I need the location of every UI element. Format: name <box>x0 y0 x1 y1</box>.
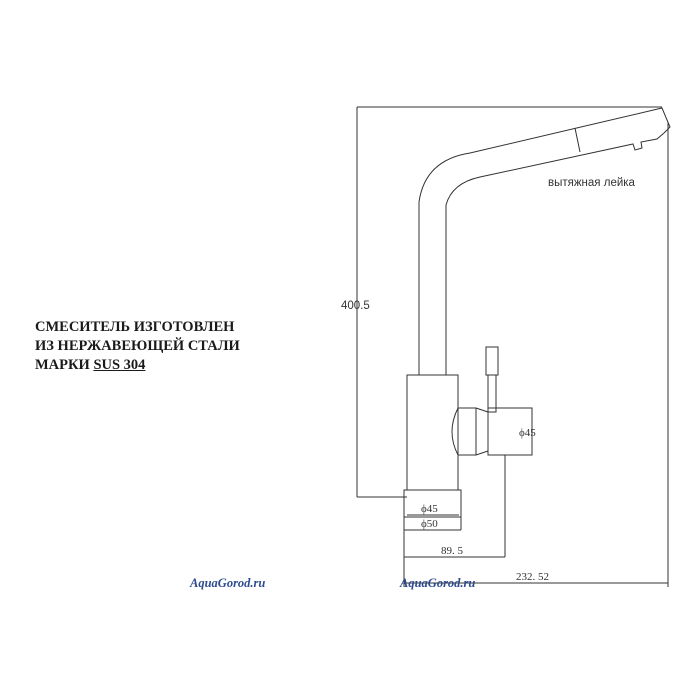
total-reach-label: 232. 52 <box>516 571 549 583</box>
material-note: СМЕСИТЕЛЬ ИЗГОТОВЛЕН ИЗ НЕРЖАВЕЮЩЕЙ СТАЛ… <box>35 318 240 375</box>
watermark: AquaGorod.ru <box>399 576 475 590</box>
watermark: AquaGorod.ru <box>189 576 265 590</box>
note-line-1: СМЕСИТЕЛЬ ИЗГОТОВЛЕН <box>35 319 235 335</box>
height-label: 400.5 <box>341 300 370 312</box>
handle-reach-label: 89. 5 <box>441 545 464 557</box>
base-dimensions: ϕ45 ϕ50 89. 5 232. 52 <box>403 455 668 587</box>
faucet-base <box>403 489 462 518</box>
pullout-label: вытяжная лейка <box>548 177 636 189</box>
pullout-separator <box>574 127 581 153</box>
handle-diameter-label: ϕ45 <box>519 427 536 439</box>
note-line-2: ИЗ НЕРЖАВЕЮЩЕЙ СТАЛИ <box>35 338 240 354</box>
lever-stem <box>487 374 497 413</box>
height-dimension: 400.5 <box>341 106 662 498</box>
base-inner-diameter-label: ϕ45 <box>421 503 438 515</box>
base-outer-diameter-label: ϕ50 <box>421 518 438 530</box>
lever-top <box>485 346 499 376</box>
handle: ϕ45 <box>451 346 536 456</box>
spout: вытяжная лейка <box>418 107 671 375</box>
faucet-body <box>406 374 459 491</box>
material-grade: SUS 304 <box>93 357 146 373</box>
note-line-3: МАРКИ SUS 304 <box>35 356 240 375</box>
note-prefix: МАРКИ <box>35 357 94 373</box>
